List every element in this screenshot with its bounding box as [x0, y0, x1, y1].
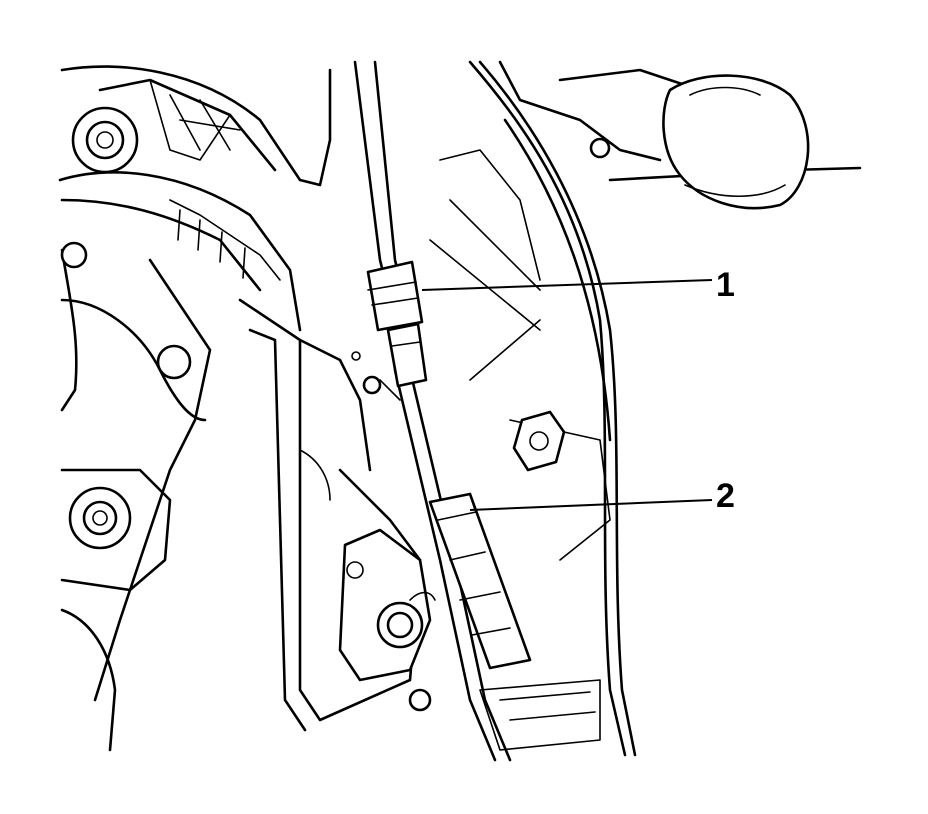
pedal-position-sensor [428, 492, 532, 670]
callout-1-label: 1 [716, 266, 735, 304]
nut-right [512, 410, 566, 472]
sensor-mounting-bolt [338, 528, 436, 712]
bolt-lower-left [68, 486, 132, 550]
body-panel [429, 60, 862, 757]
bolt-upper-left [71, 106, 139, 174]
callout-2: 2 [469, 477, 735, 515]
callout-1-leader [421, 279, 713, 291]
pedal-position-sensor-connector [366, 260, 428, 388]
retaining-clip [351, 351, 401, 401]
booster-reservoir [589, 74, 810, 210]
pedal-bracket [58, 65, 332, 752]
pedal-arm [238, 298, 422, 732]
callout-2-label: 2 [716, 477, 735, 515]
callout-1: 1 [421, 266, 735, 304]
mounting-hole [60, 241, 192, 380]
callout-2-leader [469, 499, 713, 511]
